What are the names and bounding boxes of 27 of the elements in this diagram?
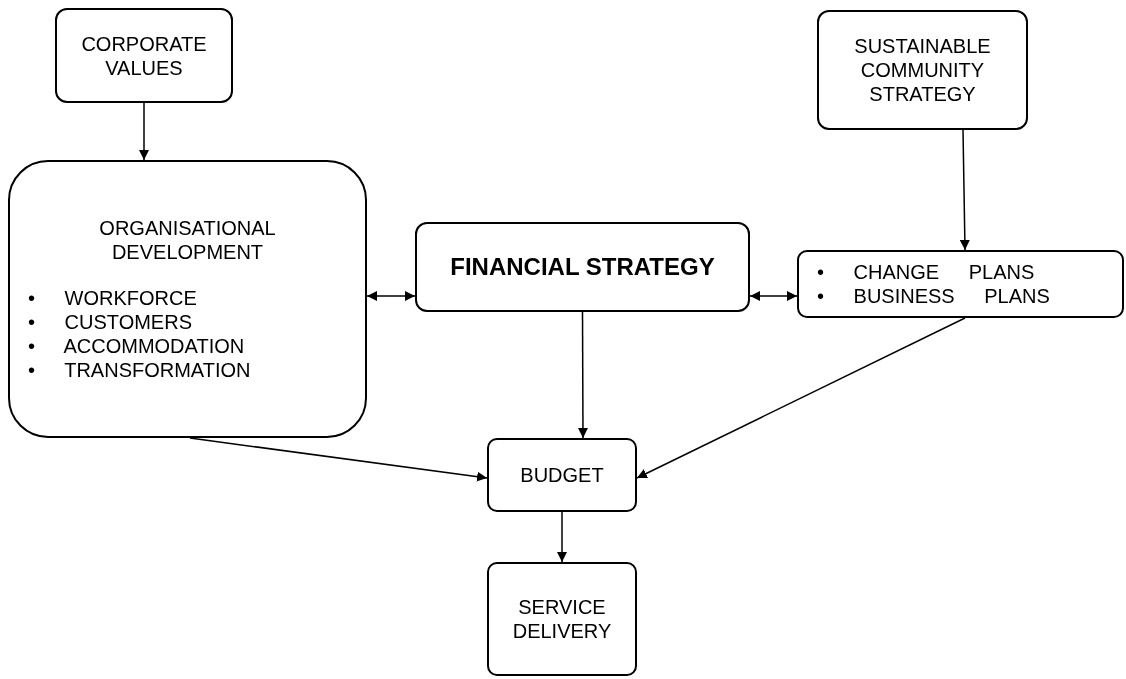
delivery-box (487, 562, 637, 676)
arrow (959, 129, 970, 251)
value-box (55, 8, 233, 103)
box-label: SUSTAINABLE COMMUNITY STRATEGY (853, 34, 992, 106)
arrow (636, 317, 966, 479)
box-heading: ORGANISATIONAL DEVELOPMENT (98, 216, 277, 264)
arrow (557, 511, 567, 563)
arrow (189, 437, 488, 482)
box-label: BUDGET (520, 463, 604, 487)
bullet-item: • CHANGE PLANS (817, 260, 1036, 284)
arrow (139, 102, 149, 161)
box-label: FINANCIAL STRATEGY (450, 252, 715, 282)
box-label: CORPORATE VALUES (80, 31, 208, 80)
bullet-item: • ACCOMMODATION (28, 334, 246, 358)
arrow (749, 291, 798, 301)
budget-box (487, 438, 637, 512)
bullet-item: • CUSTOMERS (28, 310, 193, 334)
box-label: SERVICE DELIVERY (511, 595, 613, 643)
arrow (366, 291, 416, 301)
strategy-box (415, 222, 750, 312)
bullet-item: • BUSINESS PLANS (817, 284, 1051, 308)
community-strategy-box (817, 10, 1028, 130)
bullet-item: • TRANSFORMATION (28, 358, 252, 382)
arrow (577, 311, 588, 439)
development-box (8, 160, 367, 438)
plans-box (797, 250, 1124, 318)
bullet-item: • WORKFORCE (28, 286, 198, 310)
